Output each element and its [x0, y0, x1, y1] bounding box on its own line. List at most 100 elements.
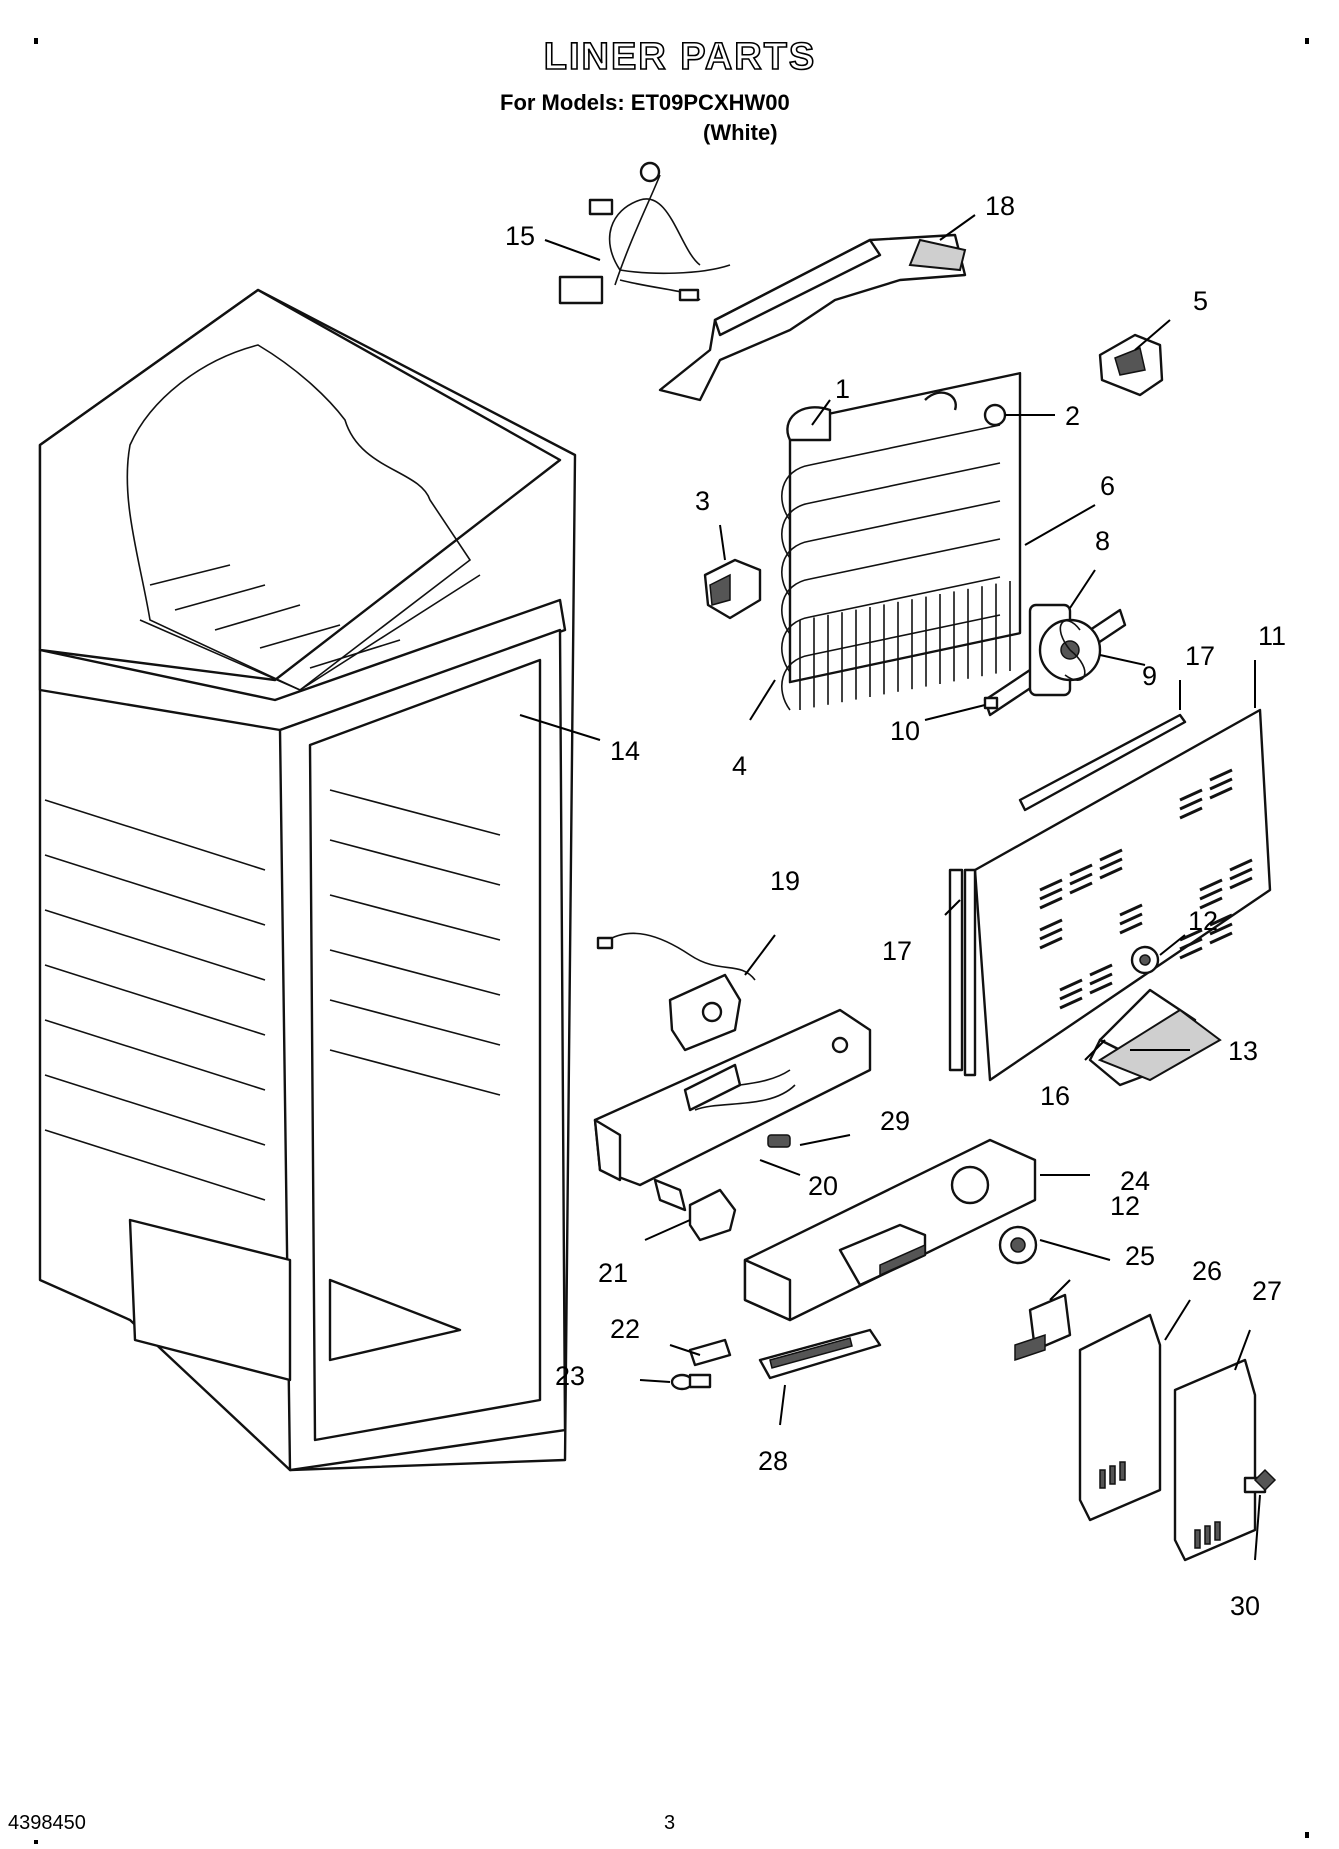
grille-slot — [1179, 806, 1203, 820]
page-title: LINER PARTS — [543, 35, 817, 79]
control-housing — [593, 1008, 872, 1242]
grille-slot — [1209, 768, 1233, 782]
grille-slot — [1119, 912, 1143, 926]
registration-mark — [34, 1840, 38, 1844]
mounting-clip — [1014, 1293, 1072, 1362]
wiring-harness — [558, 161, 731, 305]
callout-label: 12 — [1188, 906, 1218, 936]
callout-label: 27 — [1252, 1276, 1282, 1306]
fan-motor-assembly — [983, 603, 1127, 717]
callout-label: 21 — [598, 1258, 628, 1288]
callout-label: 16 — [1040, 1081, 1070, 1111]
grille-slot — [1099, 848, 1123, 862]
control-console — [743, 1138, 1038, 1322]
callout-label: 22 — [610, 1314, 640, 1344]
grille-slot — [1199, 878, 1223, 892]
air-duct — [1088, 988, 1222, 1087]
coil-tube — [781, 462, 1001, 559]
grille-slot — [1199, 896, 1223, 910]
grille-slot — [1089, 972, 1113, 986]
evaporator-coil — [781, 371, 1022, 711]
registration-mark — [1305, 1832, 1309, 1838]
trim-piece-right — [1173, 1358, 1257, 1562]
grille-slot — [1069, 872, 1093, 886]
evaporator-cover — [658, 233, 967, 402]
grille-slot — [1179, 937, 1203, 951]
bulb-and-socket — [670, 1338, 732, 1391]
callout-label: 5 — [1193, 286, 1208, 316]
coil-tube — [781, 538, 1001, 635]
rear-panel — [973, 708, 1272, 1082]
registration-mark — [34, 38, 38, 44]
grille-slot — [1039, 878, 1063, 892]
callout-label: 3 — [695, 486, 710, 516]
callout-label: 17 — [882, 936, 912, 966]
coil-tube — [781, 576, 1001, 673]
light-lens — [758, 1328, 882, 1380]
callout-label: 30 — [1230, 1591, 1260, 1621]
grille-slot — [1179, 928, 1203, 942]
callout-label: 11 — [1258, 621, 1286, 651]
callout-label: 12 — [1110, 1191, 1140, 1221]
callout-label: 13 — [1228, 1036, 1258, 1066]
grille-slot — [1039, 896, 1063, 910]
callout-label: 29 — [880, 1106, 910, 1136]
grille-slot — [1229, 858, 1253, 872]
callout-label: 1 — [835, 374, 850, 404]
grille-slot — [1039, 936, 1063, 950]
callout-label: 10 — [890, 716, 920, 746]
callout-label: 20 — [808, 1171, 838, 1201]
grille-slot — [1209, 913, 1233, 927]
callout-label: 14 — [610, 736, 640, 766]
document-number: 4398450 — [8, 1812, 86, 1834]
grille-slot — [1039, 918, 1063, 932]
callout-label: 24 — [1120, 1166, 1150, 1196]
grille-slot — [1039, 927, 1063, 941]
grille-slot — [1209, 922, 1233, 936]
liner-cabinet — [38, 288, 577, 1472]
callout-label: 25 — [1125, 1241, 1155, 1271]
door-switch — [703, 558, 762, 620]
callout-label: 17 — [1185, 641, 1215, 671]
grille-slot — [1119, 921, 1143, 935]
callout-label: 9 — [1142, 661, 1157, 691]
grille-slot — [1179, 797, 1203, 811]
callout-label: 26 — [1192, 1256, 1222, 1286]
grille-slot — [1119, 903, 1143, 917]
coil-tube — [781, 424, 1001, 521]
grille-slot — [1059, 978, 1083, 992]
callout-label: 19 — [770, 866, 800, 896]
callout-arrows — [519, 214, 1261, 1561]
callout-label: 6 — [1100, 471, 1115, 501]
grille-slot — [1209, 777, 1233, 791]
callout-label: 15 — [505, 221, 535, 251]
callout-label: 2 — [1065, 401, 1080, 431]
screw — [1243, 1468, 1277, 1494]
grille-slot — [1099, 857, 1123, 871]
coil-tube — [781, 500, 1001, 597]
gasket-strips — [948, 713, 1187, 1077]
trim-piece-left — [1078, 1313, 1162, 1522]
grille-slot — [1039, 887, 1063, 901]
coil-tube — [781, 614, 1001, 711]
callout-label: 28 — [758, 1446, 788, 1476]
grille-slot — [1209, 786, 1233, 800]
grille-slot — [1179, 946, 1203, 960]
grille-slot — [1099, 866, 1123, 880]
thermostat — [596, 932, 756, 1052]
callout-label: 4 — [732, 751, 747, 781]
bracket — [1098, 333, 1164, 397]
grille-slot — [1089, 981, 1113, 995]
grille-slot — [1229, 867, 1253, 881]
grille-slot — [1059, 987, 1083, 1001]
grille-slot — [1069, 881, 1093, 895]
grille-slot — [1229, 876, 1253, 890]
grille-slot — [1059, 996, 1083, 1010]
callout-label: 8 — [1095, 526, 1110, 556]
page-number: 3 — [664, 1812, 676, 1834]
model-subtitle: For Models: ET09PCXHW00 — [500, 90, 790, 115]
grille-slot — [1179, 788, 1203, 802]
callout-label: 23 — [555, 1361, 585, 1391]
grille-slot — [1209, 931, 1233, 945]
